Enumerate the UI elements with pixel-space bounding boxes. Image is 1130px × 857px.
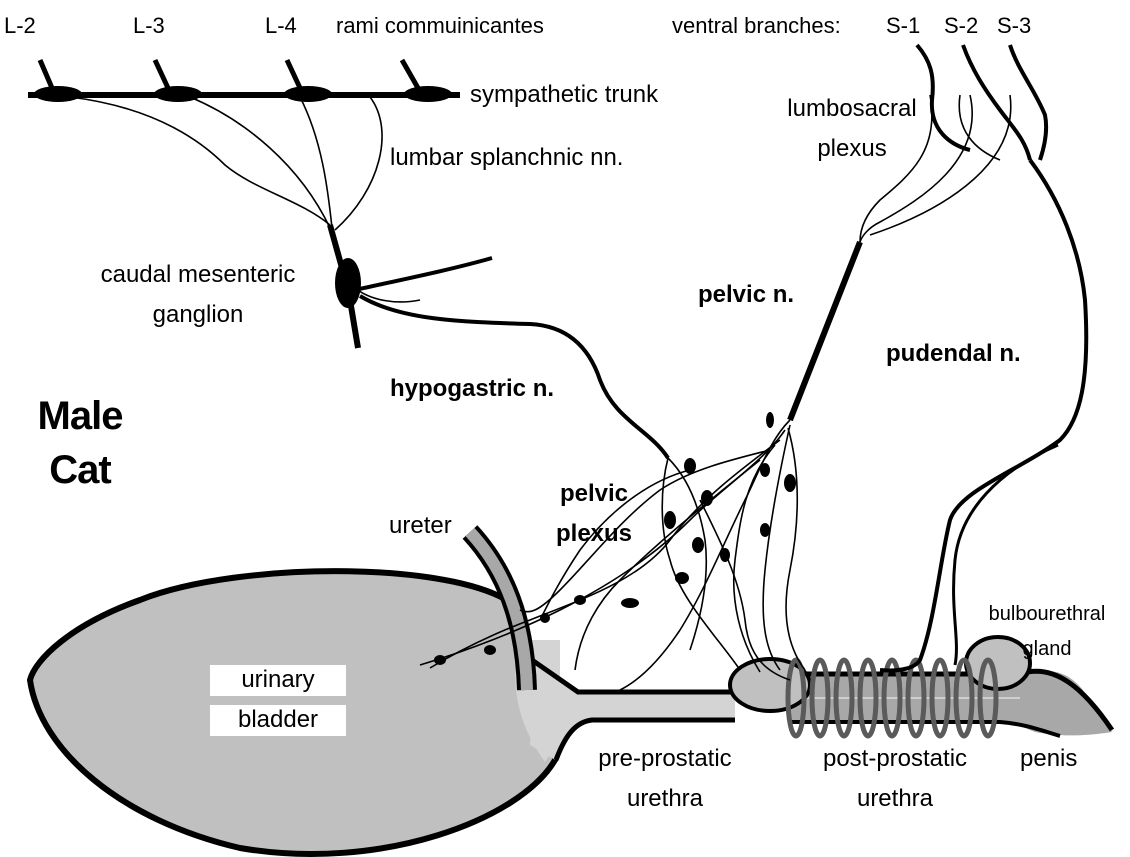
label-s1: S-1 [886, 14, 920, 39]
label-sympathetic-trunk: sympathetic trunk [470, 82, 658, 109]
label-urinary-bladder-2: bladder [210, 705, 346, 736]
label-rami-communicantes: rami commuinicantes [336, 14, 544, 39]
label-penis: penis [1020, 746, 1077, 773]
label-caudal-mesenteric-1: caudal mesenteric [58, 262, 338, 289]
pelvic-nerve [790, 242, 860, 420]
label-s3: S-3 [997, 14, 1031, 39]
label-lumbar-splanchnic: lumbar splanchnic nn. [390, 145, 623, 172]
label-s2: S-2 [944, 14, 978, 39]
label-lumbosacral-plexus-1: lumbosacral [762, 96, 942, 123]
trunk-ganglion [284, 86, 332, 102]
pudendal-nerve [880, 160, 1086, 671]
label-post-prostatic-2: urethra [790, 786, 1000, 813]
label-pre-prostatic-1: pre-prostatic [565, 746, 765, 773]
label-caudal-mesenteric-2: ganglion [58, 302, 338, 329]
rami-communicantes [40, 60, 418, 88]
caudal-mesenteric-ganglion [335, 258, 361, 308]
label-bulbourethral-1: bulbourethral [964, 603, 1130, 625]
trunk-ganglion [34, 86, 82, 102]
label-ventral-branches: ventral branches: [672, 14, 841, 39]
label-pelvic-nerve: pelvic n. [698, 282, 794, 309]
label-post-prostatic-1: post-prostatic [790, 746, 1000, 773]
label-l3: L-3 [133, 14, 165, 39]
label-l2: L-2 [4, 14, 36, 39]
label-urinary-bladder-1: urinary [210, 665, 346, 696]
label-hypogastric-nerve: hypogastric n. [390, 376, 554, 403]
label-lumbosacral-plexus-2: plexus [762, 136, 942, 163]
lumbar-splanchnic-nerves [70, 97, 382, 230]
title-male: Male [15, 394, 145, 439]
trunk-ganglion [404, 86, 452, 102]
label-pelvic-plexus-1: pelvic [534, 481, 654, 508]
ganglion-branch [355, 258, 492, 290]
label-ureter: ureter [389, 513, 452, 540]
post-urethra-bottom-wall [790, 722, 1060, 736]
label-pudendal-nerve: pudendal n. [886, 341, 1021, 368]
pudendal-branch [954, 445, 1058, 665]
label-bulbourethral-2: gland [964, 638, 1130, 660]
label-pre-prostatic-2: urethra [565, 786, 765, 813]
label-pelvic-plexus-2: plexus [534, 521, 654, 548]
title-cat: Cat [15, 448, 145, 493]
label-l4: L-4 [265, 14, 297, 39]
